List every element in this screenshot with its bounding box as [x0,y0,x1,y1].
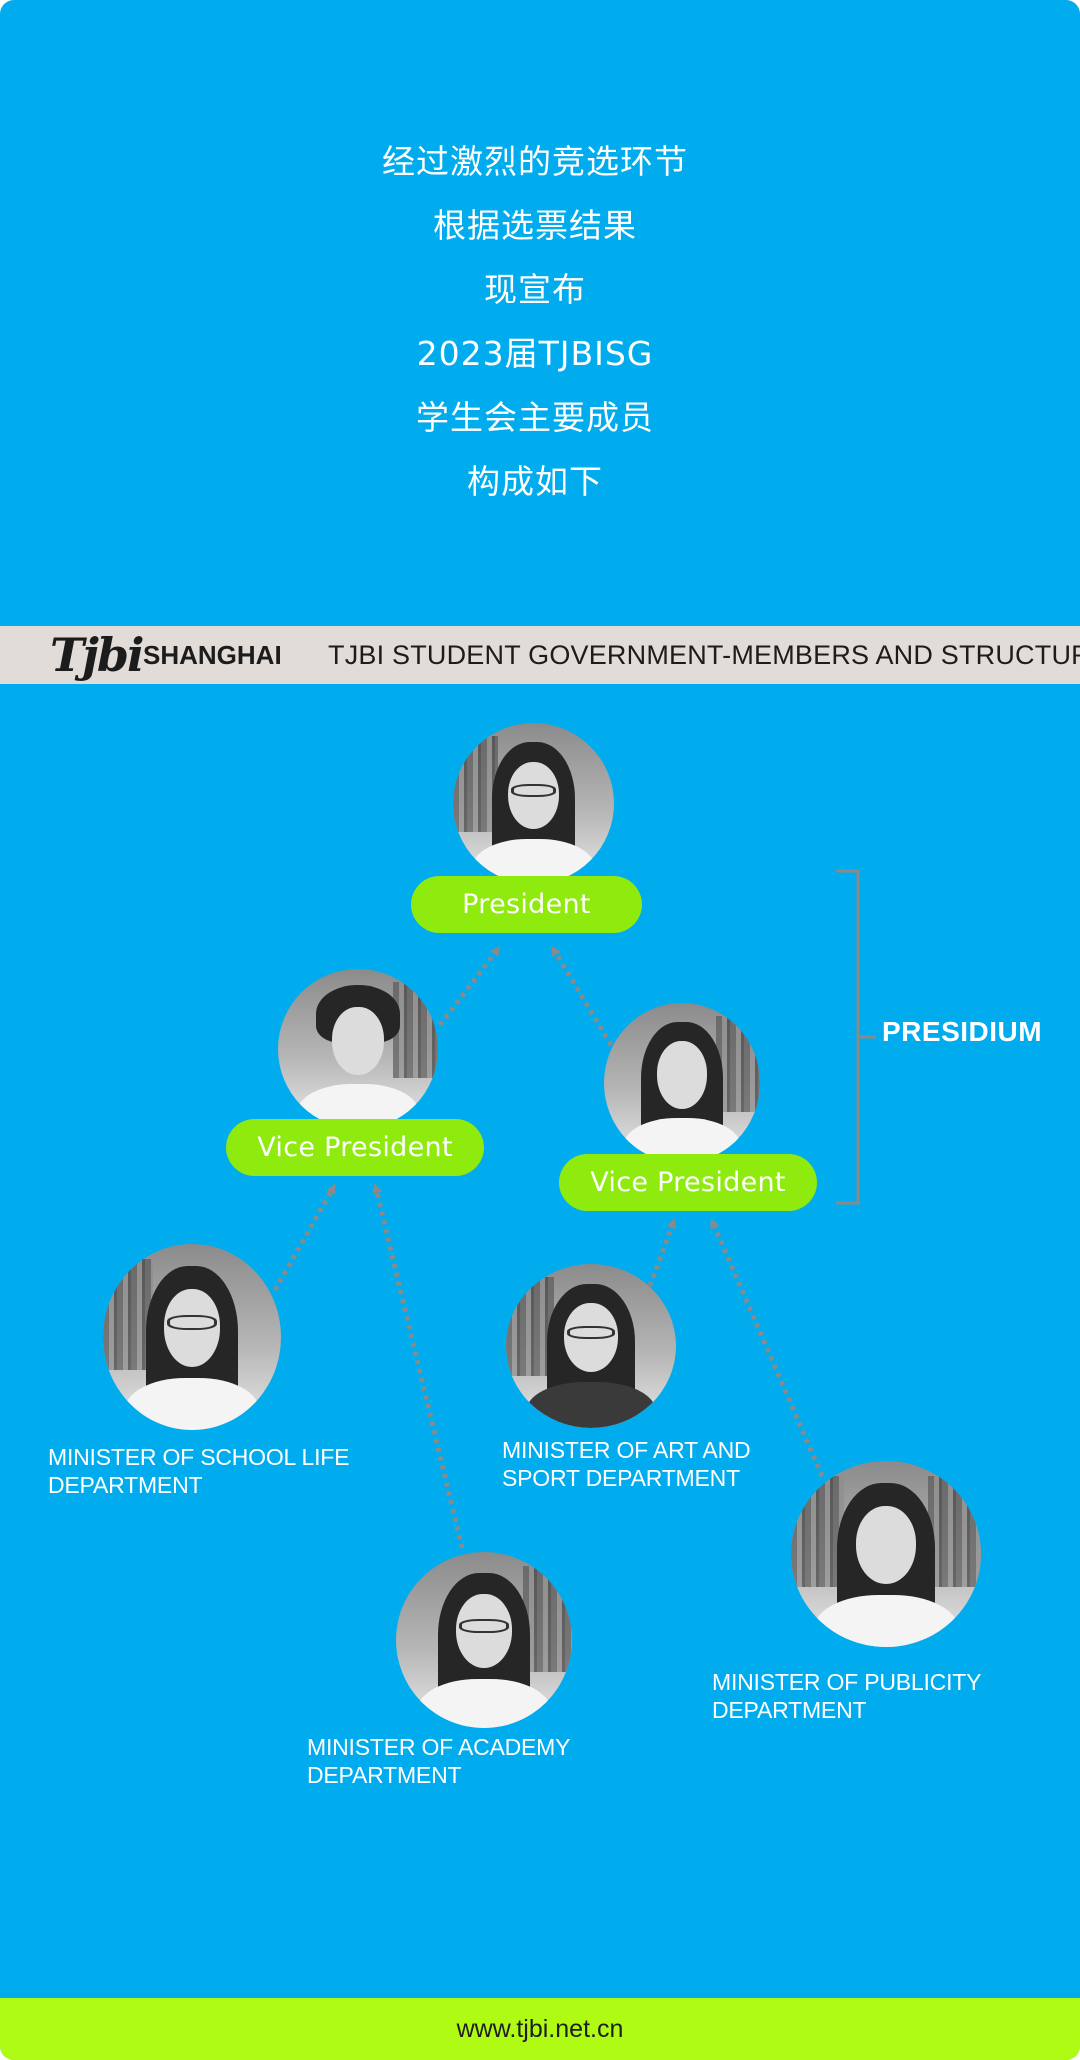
president-photo [453,723,614,884]
connector-publicity-to-vp-right [710,1218,825,1477]
minister-art-sport-photo [506,1264,676,1428]
minister-school-life-title: MINISTER OF SCHOOL LIFE DEPARTMENT [48,1444,350,1498]
connector-vp-right-to-president [551,945,614,1047]
announcement-line: 根据选票结果 [433,206,637,245]
vice-president-left-photo [278,969,438,1129]
announcement-line: 经过激烈的竞选环节 [382,142,688,181]
connector-academy-to-vp-left [372,1183,465,1549]
minister-publicity-title: MINISTER OF PUBLICITY DEPARTMENT [712,1669,982,1723]
minister-publicity-photo [791,1461,981,1647]
vice-president-right-label: Vice President [559,1154,817,1211]
connector-vp-left-to-president [438,946,501,1027]
announcement-line: 现宣布 [484,270,586,309]
banner-title: TJBI STUDENT GOVERNMENT-MEMBERS AND STRU… [328,640,1080,670]
connector-art-sport-to-vp-right [647,1218,676,1287]
website-link[interactable]: www.tjbi.net.cn [456,2015,624,2043]
presidium-bracket [836,869,876,1205]
footer-bar: www.tjbi.net.cn [0,1998,1080,2060]
vice-president-left-label: Vice President [226,1119,484,1176]
logo-city: SHANGHAI [143,640,282,670]
presidium-label: PRESIDIUM [882,1016,1043,1047]
connector-school-life-to-vp-left [272,1183,336,1292]
title-banner: Tjbi SHANGHAI TJBI STUDENT GOVERNMENT-ME… [0,626,1080,684]
announcement-text: 经过激烈的竞选环节 根据选票结果 现宣布 2023届TJBISG 学生会主要成员… [0,130,1070,514]
minister-school-life-photo [103,1244,281,1430]
announcement-line: 构成如下 [467,462,603,501]
president-label: President [411,876,642,933]
minister-academy-title: MINISTER OF ACADEMY DEPARTMENT [307,1734,571,1788]
announcement-line: 学生会主要成员 [416,398,654,437]
minister-art-sport-title: MINISTER OF ART AND SPORT DEPARTMENT [502,1437,751,1491]
announcement-line: 2023届TJBISG [416,334,654,373]
tjbi-logo: Tjbi [50,628,145,682]
vice-president-right-photo [604,1003,760,1163]
minister-academy-photo [396,1552,572,1728]
